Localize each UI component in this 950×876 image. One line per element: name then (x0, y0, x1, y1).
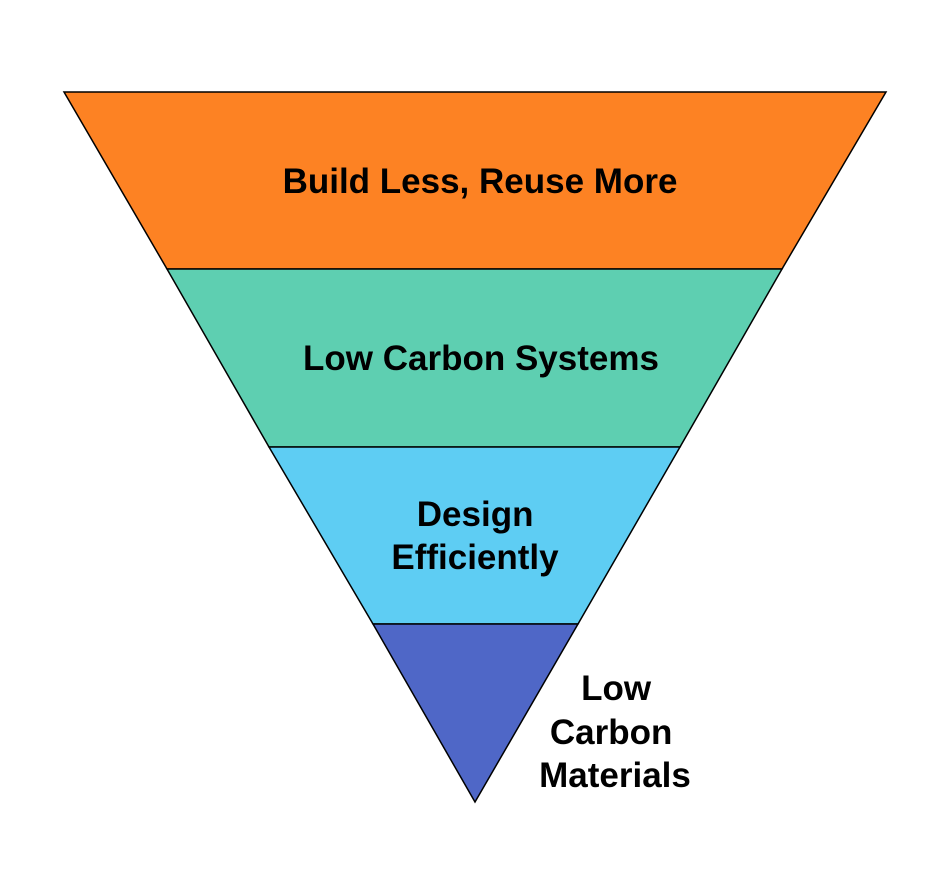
tier-low-carbon-systems: Low Carbon Systems (165, 268, 784, 448)
tier-3-label-line-2: Efficiently (391, 538, 559, 577)
tier-4-label: Low Carbon Materials (539, 669, 691, 795)
tier-2-label-line-1: Low Carbon Systems (303, 339, 659, 378)
tier-4-label-line-1: Low (581, 669, 652, 708)
tier-3-label: Design Efficiently (391, 495, 559, 577)
tier-design-efficiently: Design Efficiently (267, 446, 682, 625)
tier-2-label: Low Carbon Systems (303, 339, 659, 378)
tier-4-band (371, 623, 580, 804)
tier-3-label-line-1: Design (417, 495, 534, 534)
tier-build-less-reuse-more: Build Less, Reuse More (62, 91, 888, 270)
tier-1-label: Build Less, Reuse More (283, 162, 678, 201)
tier-3-band (267, 446, 682, 625)
tier-4-label-line-3: Materials (539, 756, 691, 795)
tier-1-label-line-1: Build Less, Reuse More (283, 162, 678, 201)
tier-low-carbon-materials: Low Carbon Materials (371, 623, 691, 804)
tier-4-label-line-2: Carbon (550, 713, 673, 752)
